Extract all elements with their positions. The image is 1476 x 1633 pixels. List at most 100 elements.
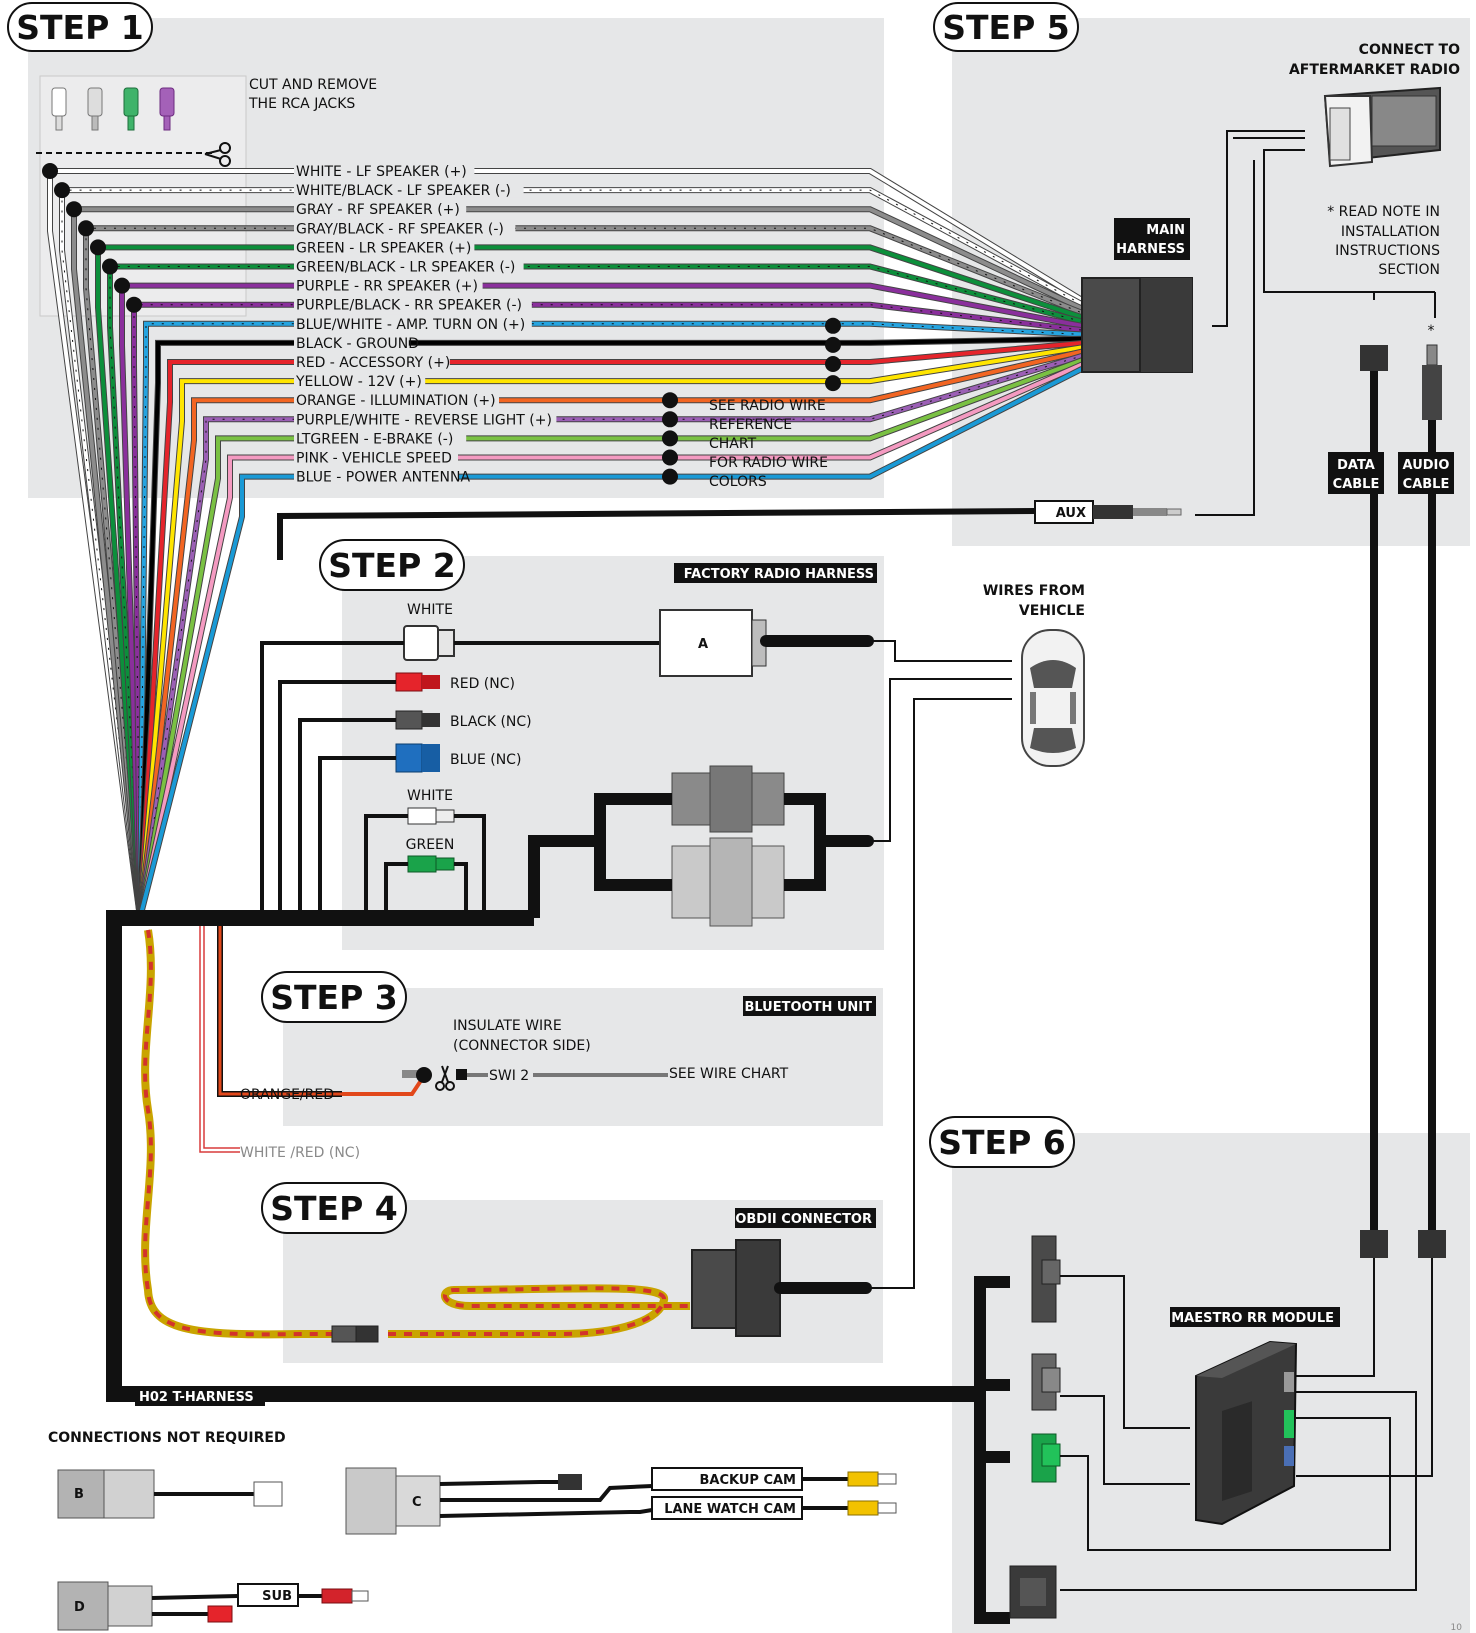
wire-end-dot <box>126 296 142 313</box>
wire-line <box>48 169 1084 919</box>
data-cable: DATA CABLE <box>1328 345 1388 1258</box>
wire-stripe <box>133 304 1083 919</box>
connect-label-1: CONNECT TO <box>1359 42 1460 58</box>
wire-label-bg <box>294 162 475 178</box>
audio-cable-label-1: AUDIO <box>1403 458 1450 473</box>
wire-stripe <box>61 189 1083 919</box>
data-cable-label-1: DATA <box>1337 458 1375 473</box>
step2-title: STEP 2 <box>328 546 455 585</box>
wire-line <box>138 353 1083 919</box>
ref-note-5: COLORS <box>709 474 767 490</box>
bluetooth-unit-label: BLUETOOTH UNIT <box>744 1000 872 1015</box>
step3-badge: STEP 3 <box>261 971 407 1023</box>
green-label: GREEN <box>406 837 455 853</box>
wire-bundle <box>42 163 1084 919</box>
white-red-nc-label: WHITE /RED (NC) <box>240 1145 360 1161</box>
wire-line <box>138 349 1083 919</box>
wire-label: BLACK - GROUND <box>296 336 419 352</box>
wire-label-bg <box>294 181 524 198</box>
wire-line <box>72 207 1083 919</box>
wire-label-bg <box>294 333 409 350</box>
step6-title: STEP 6 <box>938 1123 1065 1162</box>
wire-end-dot <box>66 201 82 218</box>
black-nc-label: BLACK (NC) <box>450 714 532 730</box>
wire-end-dot <box>825 375 841 392</box>
red-nc-label: RED (NC) <box>450 676 515 692</box>
wires-from-vehicle-1: WIRES FROM <box>983 583 1085 599</box>
wire-label-bg <box>294 429 467 446</box>
harness-connector-top <box>671 765 785 833</box>
connector-c: C <box>345 1467 653 1535</box>
wire-stripe <box>139 323 1083 919</box>
red-nc-connector <box>395 672 440 692</box>
wire-label: YELLOW - 12V (+) <box>295 374 422 390</box>
connector-b: B <box>57 1469 283 1519</box>
wire-label-bg <box>294 238 475 255</box>
wire-label: PINK - VEHICLE SPEED <box>296 451 452 467</box>
wire-end-dot <box>78 220 94 237</box>
ref-note-1: SEE RADIO WIRE <box>709 398 826 414</box>
note-4: SECTION <box>1378 262 1440 278</box>
data-cable-label-2: CABLE <box>1333 477 1380 492</box>
not-required-title: CONNECTIONS NOT REQUIRED <box>48 1430 286 1446</box>
asterisk: * <box>1428 323 1435 339</box>
wire-label-bg <box>294 353 450 369</box>
wire-label-bg <box>294 448 458 465</box>
wire-label: GRAY - RF SPEAKER (+) <box>296 202 460 218</box>
white-rca-connector <box>407 807 455 825</box>
orange-red-label: ORANGE/RED <box>240 1087 334 1103</box>
wire-label: PURPLE/BLACK - RR SPEAKER (-) <box>296 298 522 314</box>
wire-line <box>120 283 1083 919</box>
wire-end-dot <box>102 258 118 275</box>
connector-d: D SUB <box>57 1581 369 1631</box>
read-note: * READ NOTE IN INSTALLATION INSTRUCTIONS… <box>1327 204 1440 278</box>
obdii-label: OBDII CONNECTOR <box>735 1212 872 1227</box>
main-harness-label-2: HARNESS <box>1116 242 1185 257</box>
wire-label-bg <box>294 314 532 331</box>
main-harness-label: MAIN HARNESS <box>1114 218 1190 260</box>
obdii-connector <box>691 1239 781 1337</box>
wire-label-bg <box>294 467 458 484</box>
aux-cable: AUX <box>277 160 1255 560</box>
wire-label-bg <box>294 200 467 217</box>
scissors-icon <box>435 1065 455 1091</box>
t-connector-3 <box>1031 1433 1061 1483</box>
rca-plug-icon <box>123 87 139 131</box>
backup-cam-label: BACKUP CAM <box>699 1473 796 1488</box>
wire-line <box>138 362 1083 919</box>
wire-label-bg <box>294 276 483 293</box>
step5-title: STEP 5 <box>942 8 1069 47</box>
step6-badge: STEP 6 <box>929 1116 1075 1168</box>
car-icon <box>1021 629 1085 767</box>
radio-icon <box>1323 86 1441 168</box>
wire-end-dot <box>662 449 678 466</box>
connector-a: A <box>659 609 767 677</box>
see-wire-chart: SEE WIRE CHART <box>669 1066 789 1082</box>
wire-label: PURPLE/WHITE - REVERSE LIGHT (+) <box>296 412 552 428</box>
sub-label: SUB <box>262 1589 292 1604</box>
t-connector-1 <box>1031 1235 1061 1323</box>
connector-c-label: C <box>412 1495 422 1510</box>
ref-note-4: FOR RADIO WIRE <box>709 455 828 471</box>
wire-line <box>138 345 1083 919</box>
insulate-line2: (CONNECTOR SIDE) <box>453 1038 591 1054</box>
t-connector-2 <box>1031 1353 1061 1411</box>
wire-end-dot <box>662 411 678 428</box>
wire-label-bg <box>294 257 524 274</box>
step2-badge: STEP 2 <box>319 539 465 591</box>
wire-label: GRAY/BLACK - RF SPEAKER (-) <box>296 221 504 237</box>
wire-label-bg <box>294 219 516 236</box>
swi-label: SWI 2 <box>489 1068 529 1084</box>
module-icon <box>1195 1340 1298 1526</box>
wire-label: GREEN/BLACK - LR SPEAKER (-) <box>296 260 515 276</box>
note-1: * READ NOTE IN <box>1327 204 1440 220</box>
wire-end-dot <box>42 163 58 179</box>
audio-cable-label-2: CABLE <box>1403 477 1450 492</box>
connector-a-label: A <box>698 637 708 652</box>
lane-watch-cam-label: LANE WATCH CAM <box>664 1502 796 1517</box>
wire-end-dot <box>662 392 678 409</box>
connector-d-label: D <box>74 1600 85 1615</box>
wire-label: PURPLE - RR SPEAKER (+) <box>296 279 478 295</box>
lane-watch-cam-tag: LANE WATCH CAM <box>651 1496 897 1520</box>
wire-label: BLUE/WHITE - AMP. TURN ON (+) <box>296 317 525 333</box>
